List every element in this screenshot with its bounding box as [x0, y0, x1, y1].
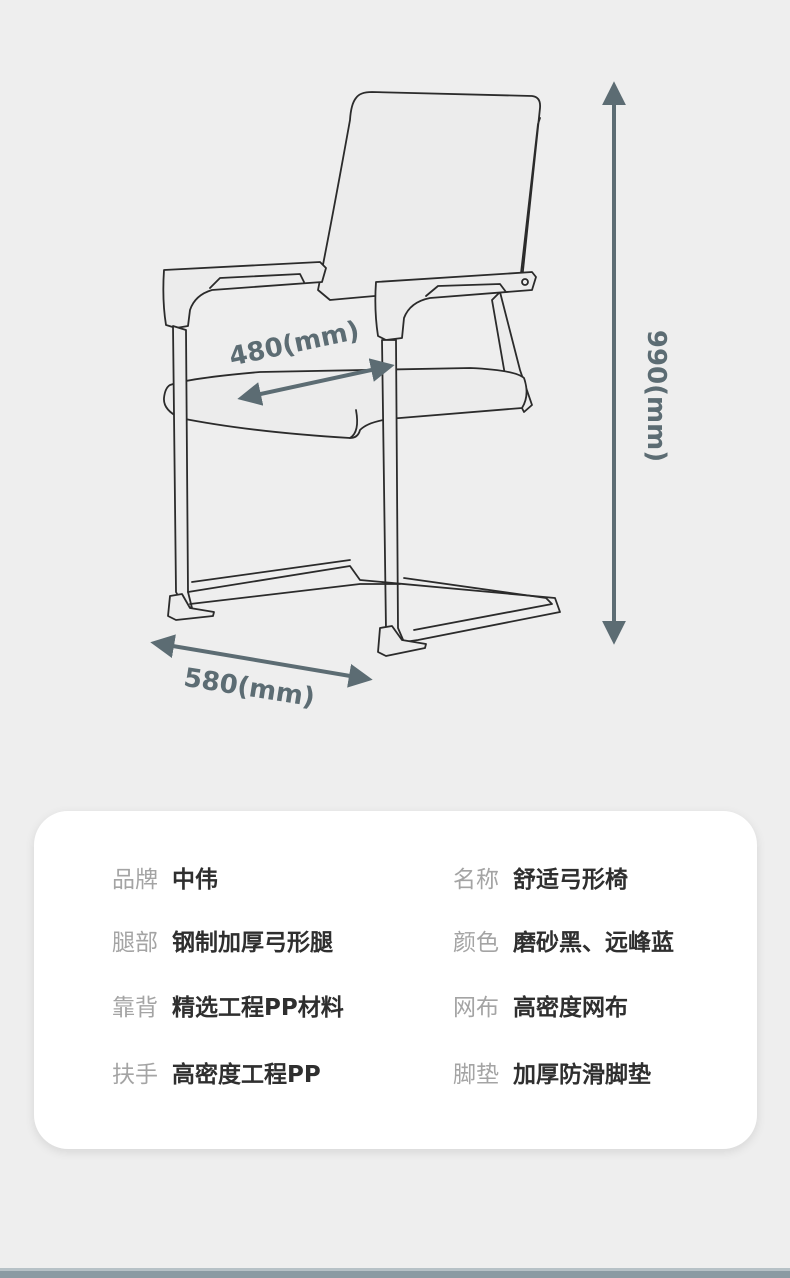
spec-value: 磨砂黑、远峰蓝: [513, 930, 674, 956]
chair-right-armrest-cut: [425, 283, 507, 297]
chair-armrest-screw: [521, 278, 529, 286]
base-width-label: 580(mm): [182, 663, 317, 713]
seat-depth-label: 480(mm): [227, 316, 363, 373]
spec-item-backrest: 靠背精选工程PP材料: [112, 993, 344, 1023]
spec-value: 高密度工程PP: [172, 1062, 321, 1088]
chair-left-armrest-cut: [209, 273, 305, 289]
chair-left-leg: [172, 325, 193, 609]
spec-value: 高密度网布: [513, 995, 628, 1021]
chair-right-armrest: [374, 271, 537, 341]
spec-value: 中伟: [172, 867, 218, 893]
chair-left-armrest: [162, 261, 327, 329]
chair-dimension-illustration: 480(mm) 580(mm) 990(mm): [150, 81, 671, 713]
chair-backrest: [317, 91, 541, 301]
spec-label: 脚垫: [453, 1062, 499, 1088]
chair-right-foot: [377, 625, 427, 657]
spec-label: 扶手: [112, 1062, 158, 1088]
spec-value: 钢制加厚弓形腿: [172, 930, 333, 956]
spec-label: 靠背: [112, 995, 158, 1021]
spec-value: 精选工程PP材料: [172, 995, 344, 1021]
spec-card: 品牌中伟 名称舒适弓形椅 腿部钢制加厚弓形腿 颜色磨砂黑、远峰蓝 靠背精选工程P…: [34, 811, 757, 1149]
spec-item-color: 颜色磨砂黑、远峰蓝: [453, 928, 674, 958]
spec-item-footpad: 脚垫加厚防滑脚垫: [453, 1060, 651, 1090]
spec-label: 名称: [453, 867, 499, 893]
height-label: 990(mm): [641, 330, 671, 462]
spec-label: 颜色: [453, 930, 499, 956]
spec-label: 网布: [453, 995, 499, 1021]
chair-sled-base: [187, 565, 561, 643]
chair-sled-base-inner: [191, 559, 553, 631]
chair-seat-edge: [349, 409, 359, 439]
seat-depth-arrow: [237, 358, 395, 406]
spec-label: 腿部: [112, 930, 158, 956]
chair-sled-rail: [189, 583, 401, 605]
spec-value: 舒适弓形椅: [513, 867, 628, 893]
base-width-arrow: [150, 634, 373, 688]
spec-item-mesh: 网布高密度网布: [453, 993, 628, 1023]
chair-seat: [163, 367, 528, 439]
spec-item-name: 名称舒适弓形椅: [453, 865, 628, 895]
bottom-divider-bar: [0, 1268, 790, 1278]
spec-item-brand: 品牌中伟: [112, 865, 218, 895]
spec-label: 品牌: [112, 867, 158, 893]
spec-value: 加厚防滑脚垫: [513, 1062, 651, 1088]
spec-item-legs: 腿部钢制加厚弓形腿: [112, 928, 333, 958]
spec-item-armrest: 扶手高密度工程PP: [112, 1060, 321, 1090]
chair-backrest-edge: [519, 117, 541, 283]
chair-left-foot: [167, 593, 215, 621]
